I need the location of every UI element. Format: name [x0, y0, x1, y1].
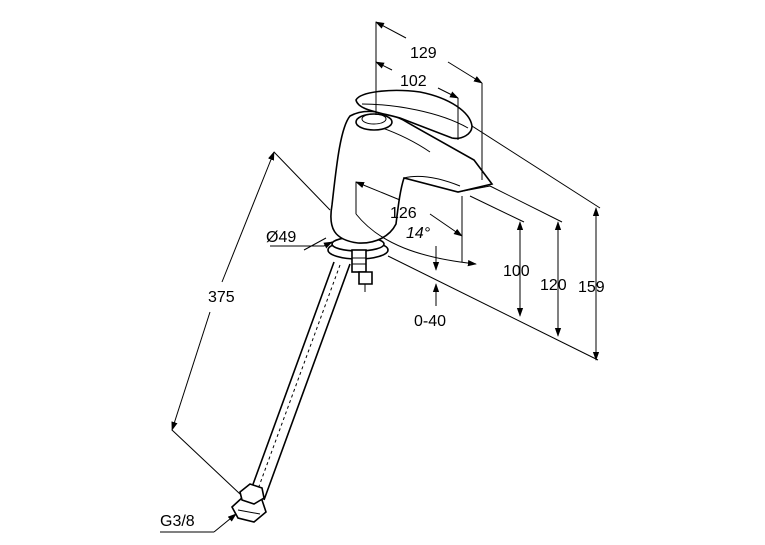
mounting-hardware [327, 236, 389, 292]
label-120: 120 [540, 277, 567, 294]
dimension-thread [160, 513, 237, 533]
supply-hose [247, 261, 351, 501]
label-angle: 14° [406, 225, 431, 242]
dimension-129 [375, 21, 483, 84]
faucet-illustration [230, 89, 494, 523]
dimension-102 [375, 61, 459, 99]
label-adjust: 0-40 [414, 313, 446, 330]
label-129: 129 [410, 45, 437, 62]
label-diameter: Ø49 [266, 229, 296, 246]
dimension-lines [160, 21, 601, 533]
dimension-126 [355, 181, 477, 267]
dimension-diameter [270, 237, 333, 251]
label-126: 126 [390, 205, 417, 222]
dimension-labels: 129 102 126 14° Ø49 100 120 159 375 0-40… [160, 45, 605, 530]
label-100: 100 [503, 263, 530, 280]
dimension-159 [471, 125, 601, 361]
label-375: 375 [208, 289, 235, 306]
label-102: 102 [400, 73, 427, 90]
faucet-main-body [330, 110, 494, 244]
hose-fitting [230, 483, 267, 523]
label-159: 159 [578, 279, 605, 296]
dimension-100 [469, 195, 525, 317]
dimension-375 [171, 151, 331, 495]
dimension-120 [489, 185, 563, 337]
label-thread: G3/8 [160, 513, 195, 530]
lever-handle [355, 89, 473, 140]
